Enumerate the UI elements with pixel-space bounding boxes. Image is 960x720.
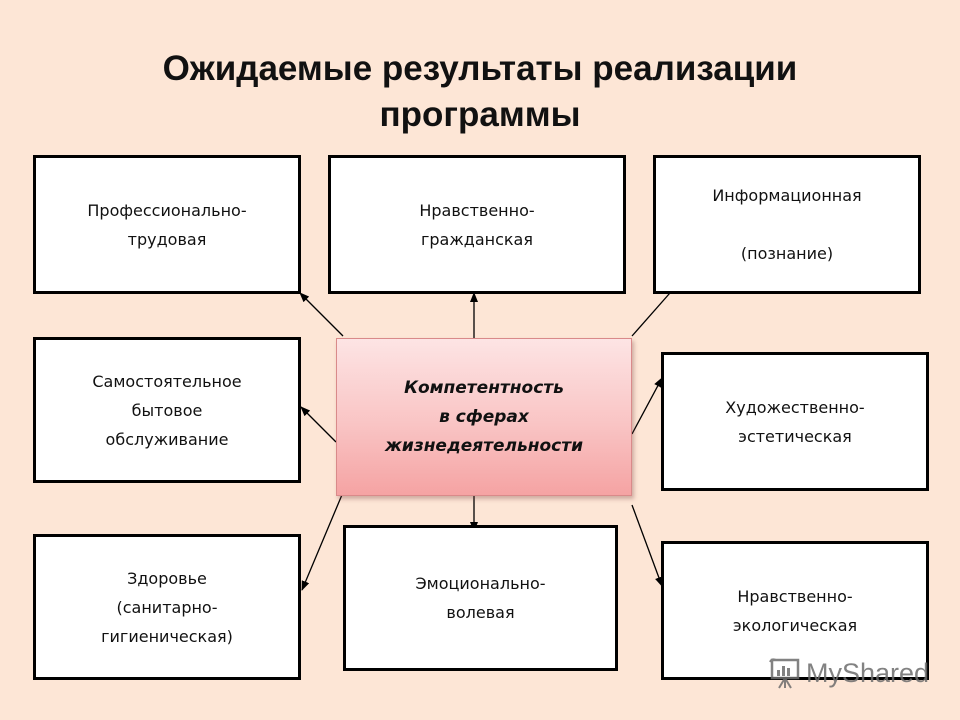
arrow-to-professional-labor: [299, 292, 344, 337]
watermark-text: MyShared: [806, 657, 930, 688]
arrow-to-moral-ecological: [631, 504, 663, 587]
box-label: Нравственно- экологическая: [732, 586, 858, 635]
box-label: Художественно- эстетическая: [725, 397, 865, 446]
arrow-to-health: [301, 489, 345, 591]
slide-title: Ожидаемые результаты реализации программ…: [0, 46, 960, 138]
center-node-competence: Компетентность в сферах жизнедеятельност…: [336, 338, 632, 496]
box-self-care: Самостоятельное бытовое обслуживание: [33, 337, 301, 483]
presentation-board-icon: [769, 658, 800, 689]
center-node-label: Компетентность в сферах жизнедеятельност…: [384, 377, 583, 456]
box-label: Эмоционально- волевая: [415, 574, 546, 622]
box-label: Информационная (познание): [712, 186, 862, 263]
box-professional-labor: Профессионально- трудовая: [33, 155, 301, 294]
box-label: Здоровье (санитарно- гигиеническая): [101, 568, 233, 646]
box-emotional-volitional: Эмоционально- волевая: [343, 525, 618, 671]
slide-title-text: Ожидаемые результаты реализации программ…: [162, 49, 798, 134]
box-moral-civic: Нравственно- гражданская: [328, 155, 626, 294]
box-label: Нравственно- гражданская: [419, 200, 535, 249]
arrow-to-artistic-aesthetic: [631, 377, 663, 435]
box-moral-ecological: Нравственно- экологическая: [661, 541, 929, 680]
box-label: Профессионально- трудовая: [87, 200, 247, 249]
arrow-to-self-care: [300, 406, 337, 443]
box-informational: Информационная (познание): [653, 155, 921, 294]
box-artistic-aesthetic: Художественно- эстетическая: [661, 352, 929, 491]
box-label: Самостоятельное бытовое обслуживание: [92, 371, 242, 449]
box-health: Здоровье (санитарно- гигиеническая): [33, 534, 301, 680]
watermark: MyShared: [768, 656, 929, 690]
